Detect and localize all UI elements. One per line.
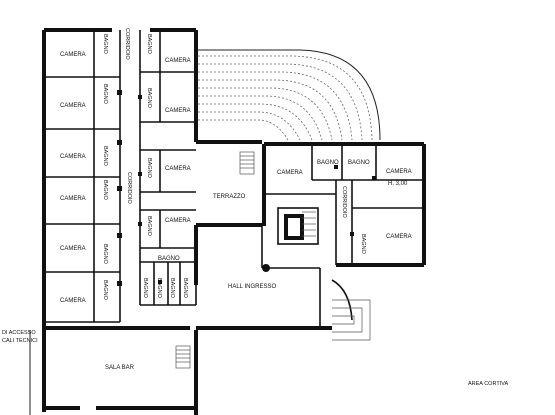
label-camera-5: CAMERA [60, 246, 86, 252]
label-bagno-v15: BAGNO [360, 234, 366, 255]
hall-walls [196, 225, 353, 330]
label-camera-rb2: CAMERA [386, 169, 412, 175]
label-terrazzo: TERRAZZO [213, 194, 246, 200]
stair-core [277, 207, 319, 245]
label-camera-rb3: CAMERA [386, 234, 412, 240]
label-bagno-h: BAGNO [158, 256, 180, 262]
label-bagno-rb2: BAGNO [348, 160, 370, 166]
sala-bar-walls [42, 330, 198, 415]
label-camera-2: CAMERA [60, 103, 86, 109]
label-bagno-v9: BAGNO [146, 158, 152, 179]
label-bagno-v1: BAGNO [102, 34, 108, 55]
label-corridoio-top: CORRIDOIO [124, 28, 130, 61]
label-bagno-v13: BAGNO [169, 278, 175, 299]
label-camera-rb1: CAMERA [277, 170, 303, 176]
label-bagno-v6: BAGNO [102, 280, 108, 301]
label-corridoio-left: CORRIDOIO [126, 172, 132, 205]
label-sala-bar: SALA BAR [105, 365, 135, 371]
terrace-edge [198, 49, 381, 141]
right-rooms-dividers [139, 30, 197, 306]
label-bagno-v10: BAGNO [146, 216, 152, 237]
left-rooms-dividers [44, 30, 121, 323]
label-bagno-rb1: BAGNO [317, 160, 339, 166]
right-fixture-blocks [334, 165, 376, 236]
label-bagno-v3: BAGNO [102, 146, 108, 167]
label-hall: HALL INGRESSO [228, 284, 276, 290]
label-corridoio-right: CORRIDOIO [341, 186, 347, 219]
label-bagno-v12: BAGNO [156, 278, 162, 299]
label-bagno-v11: BAGNO [142, 278, 148, 299]
label-accesso-1: DI ACCESSO [2, 330, 36, 336]
sala-bar-stairs [175, 345, 191, 369]
label-camera-r2: CAMERA [165, 108, 191, 114]
right-block-walls [262, 142, 426, 267]
label-bagno-v8: BAGNO [146, 88, 152, 109]
label-camera-r4: CAMERA [165, 218, 191, 224]
garden-terrace-steps [198, 55, 373, 141]
label-bagno-v7: BAGNO [146, 34, 152, 55]
label-bagno-v4: BAGNO [102, 180, 108, 201]
left-wing-walls [42, 28, 262, 330]
room-labels: CAMERA CAMERA CAMERA CAMERA CAMERA CAMER… [2, 52, 508, 387]
rotated-labels: BAGNO BAGNO BAGNO BAGNO BAGNO BAGNO BAGN… [102, 28, 366, 301]
label-area-cortiva: AREA CORTIVA [468, 381, 508, 387]
label-camera-r1: CAMERA [165, 58, 191, 64]
label-bagno-v2: BAGNO [102, 84, 108, 105]
label-camera-4: CAMERA [60, 196, 86, 202]
column-marker [262, 264, 270, 272]
label-camera-r3: CAMERA [165, 166, 191, 172]
entrance-steps [332, 299, 371, 341]
label-camera-1: CAMERA [60, 52, 86, 58]
label-camera-6: CAMERA [60, 298, 86, 304]
label-camera-3: CAMERA [60, 154, 86, 160]
label-accesso-2: CALI TECNICI [2, 338, 38, 344]
label-bagno-v14: BAGNO [182, 278, 188, 299]
label-h300: H. 3,00 [388, 181, 408, 187]
terrazzo-stairs [239, 151, 255, 175]
label-bagno-v5: BAGNO [102, 244, 108, 265]
fixture-blocks [117, 90, 162, 286]
